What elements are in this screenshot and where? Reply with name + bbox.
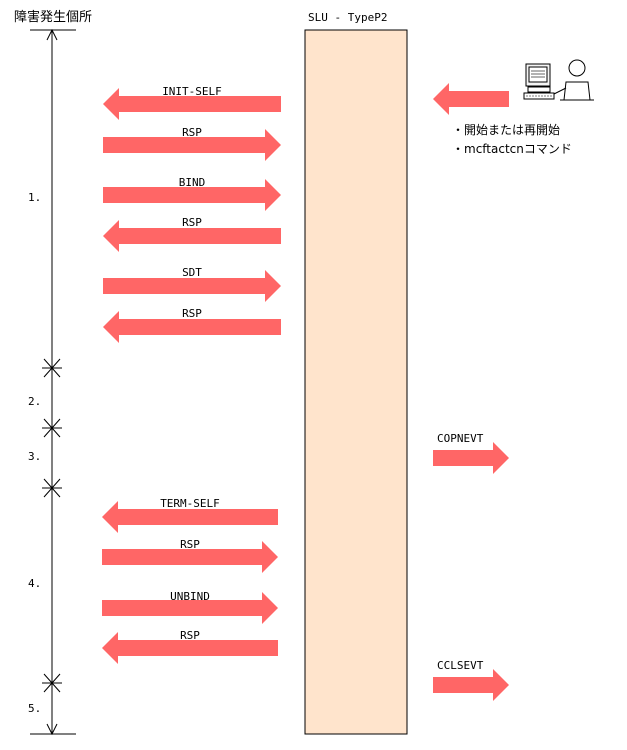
phase-boundary-tick <box>42 673 62 693</box>
message-arrows <box>102 88 281 664</box>
message-arrow-rsp-2 <box>103 220 281 252</box>
message-label-unbind: UNBIND <box>170 590 210 603</box>
message-label-rsp-2: RSP <box>182 216 202 229</box>
event-arrow-copnevt <box>433 442 509 474</box>
message-label-rsp-3: RSP <box>182 307 202 320</box>
phase-boundary-tick <box>42 358 62 378</box>
operator-note-start: ・開始または再開始 <box>452 123 560 137</box>
phase-label-2: 2. <box>28 395 41 408</box>
message-arrow-sdt <box>103 270 281 302</box>
event-label-copnevt: COPNEVT <box>437 432 484 445</box>
message-arrow-term-self <box>102 501 278 533</box>
phase-boundary-tick <box>42 418 62 438</box>
message-label-sdt: SDT <box>182 266 202 279</box>
message-label-bind: BIND <box>179 176 206 189</box>
computer-operator-icon <box>523 59 594 101</box>
message-arrow-init-self <box>103 88 281 120</box>
lifeline-box <box>304 29 408 735</box>
message-arrow-rsp-5 <box>102 632 278 664</box>
phase-label-4: 4. <box>28 577 41 590</box>
operator-input-arrow <box>433 83 509 115</box>
operator-note-command: ・mcftactcnコマンド <box>452 142 572 156</box>
phase-label-1: 1. <box>28 191 41 204</box>
event-label-cclsevt: CCLSEVT <box>437 659 484 672</box>
message-label-term-self: TERM-SELF <box>160 497 220 510</box>
lifeline-label: SLU - TypeP2 <box>308 11 387 24</box>
message-label-init-self: INIT-SELF <box>162 85 222 98</box>
phase-label-3: 3. <box>28 450 41 463</box>
message-arrow-unbind <box>102 592 278 624</box>
message-label-rsp-5: RSP <box>180 629 200 642</box>
event-arrow-cclsevt <box>433 669 509 701</box>
phase-boundary-tick <box>42 478 62 498</box>
fault-timeline <box>30 28 76 736</box>
message-label-rsp-4: RSP <box>180 538 200 551</box>
message-arrow-bind <box>103 179 281 211</box>
message-arrow-rsp-4 <box>102 541 278 573</box>
message-arrow-rsp-3 <box>103 311 281 343</box>
phase-label-5: 5. <box>28 702 41 715</box>
header-title: 障害発生個所 <box>14 9 92 25</box>
message-arrow-rsp-1 <box>103 129 281 161</box>
message-label-rsp-1: RSP <box>182 126 202 139</box>
